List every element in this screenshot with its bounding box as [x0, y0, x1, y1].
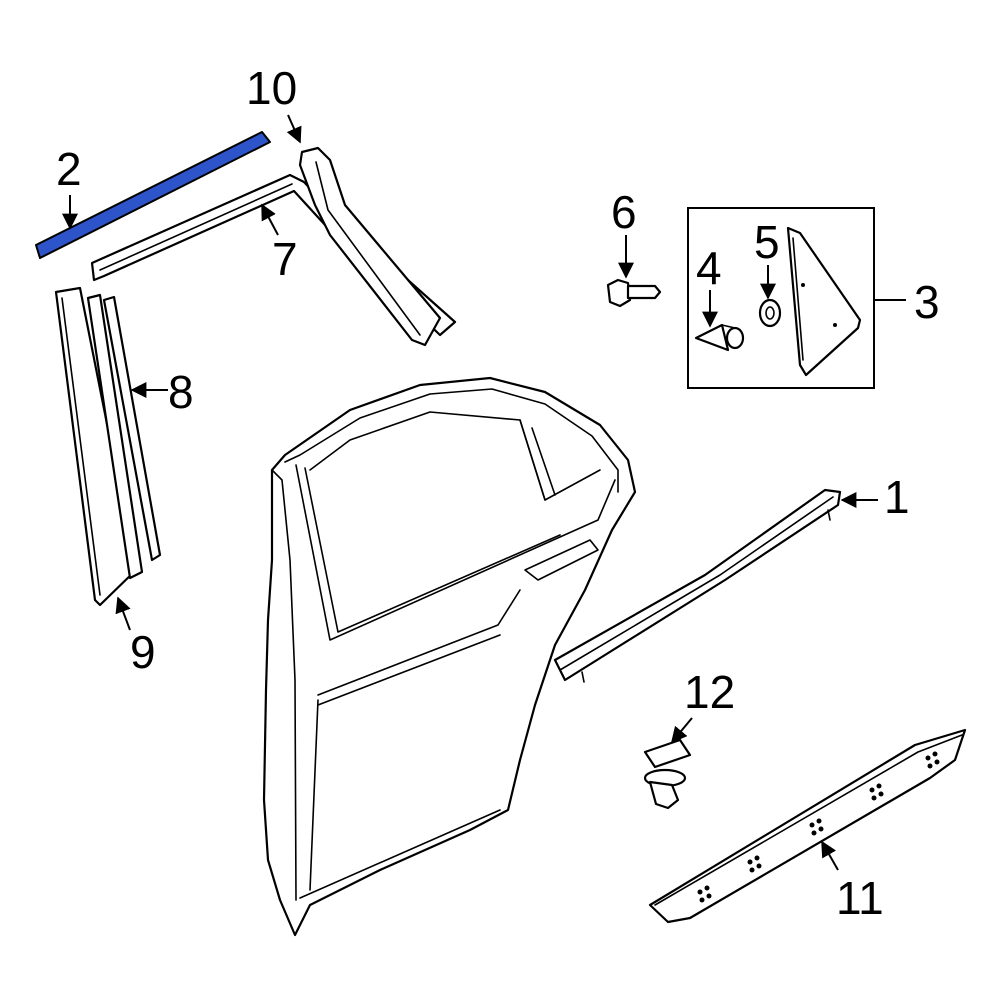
part-12-retainer[interactable] [643, 738, 692, 810]
callout-1: 1 [884, 471, 910, 523]
callout-6: 6 [611, 186, 637, 238]
callout-12: 12 [684, 666, 735, 718]
callout-5: 5 [754, 216, 780, 268]
part-4-clip[interactable] [694, 323, 745, 352]
rear-door-body [262, 376, 637, 937]
leader-lines [62, 114, 906, 871]
part-3-group[interactable] [687, 207, 875, 389]
callout-labels: 1 2 3 4 5 6 7 8 9 10 11 12 [56, 62, 940, 924]
part-11-rocker-molding[interactable] [648, 728, 967, 924]
callout-7: 7 [272, 233, 298, 285]
part-1-door-molding[interactable] [553, 488, 842, 683]
callout-11: 11 [836, 872, 884, 924]
mounting-holes [697, 751, 940, 903]
part-5-washer[interactable] [758, 298, 782, 328]
callout-3: 3 [914, 276, 940, 328]
callout-8: 8 [168, 366, 194, 418]
part-6-bolt[interactable] [606, 278, 662, 308]
callout-4: 4 [696, 242, 722, 294]
part-7-frame-molding[interactable] [90, 173, 457, 337]
part-10-rear-channel[interactable] [298, 146, 442, 347]
callout-2: 2 [56, 143, 82, 195]
callout-10: 10 [246, 62, 297, 114]
part-8-pillar-strip[interactable] [86, 293, 162, 580]
callout-9: 9 [130, 626, 156, 678]
part-9-pillar-applique[interactable] [54, 286, 138, 607]
part-2-belt-molding[interactable] [35, 131, 271, 259]
